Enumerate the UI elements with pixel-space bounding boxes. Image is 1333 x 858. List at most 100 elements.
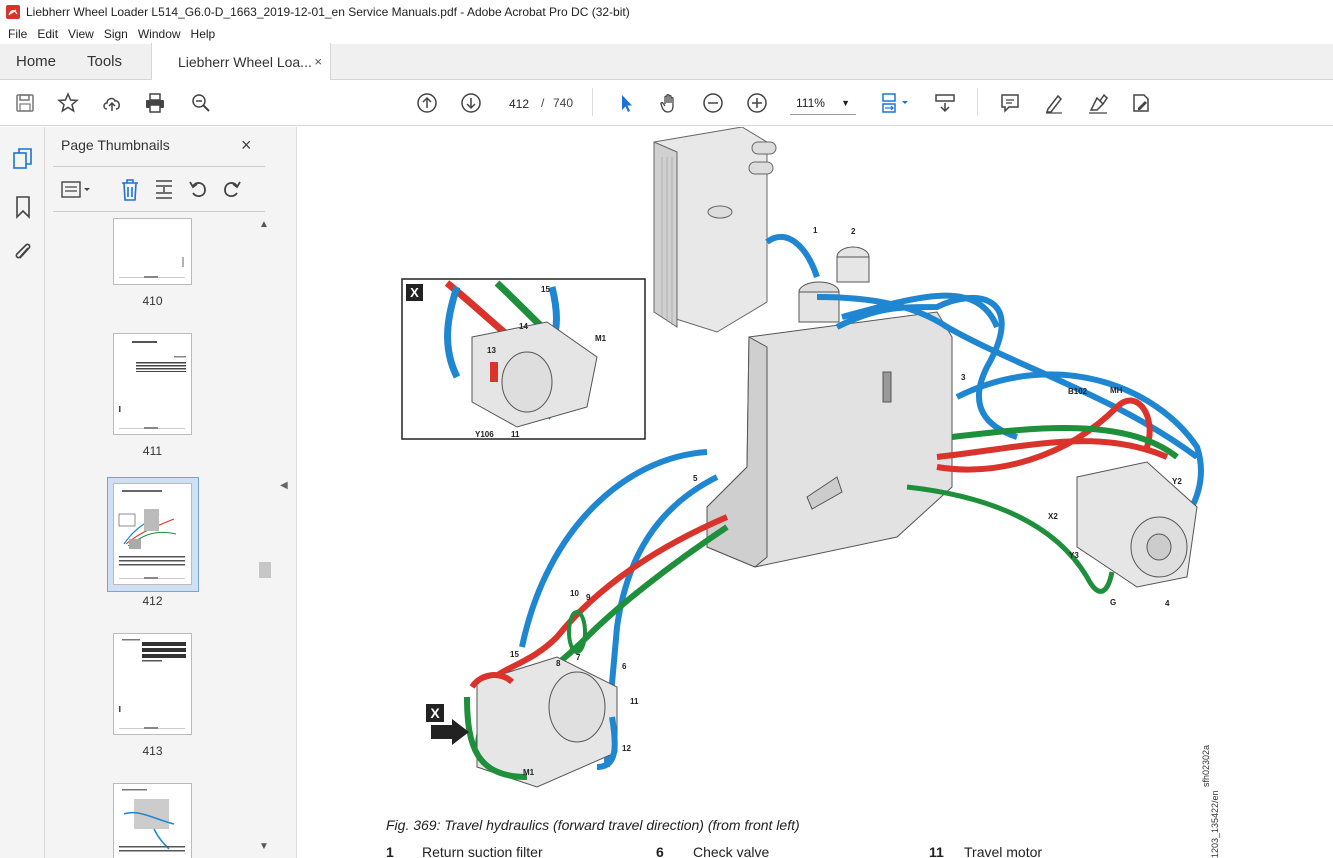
hand-icon[interactable] [657, 91, 681, 115]
hydraulics-figure: X 15 14 13 M1 Y106 11 1 2 3 B102 MH Y2 X… [401, 127, 1204, 788]
zoom-search-icon[interactable] [189, 91, 213, 115]
legend-text: Check valve [693, 844, 770, 858]
bookmarks-icon[interactable] [11, 195, 35, 219]
upload-cloud-icon[interactable] [100, 91, 124, 115]
svg-text:5: 5 [693, 474, 698, 483]
collapse-panel-icon[interactable]: ◀ [280, 480, 288, 491]
zoom-level-value: 111% [796, 95, 825, 110]
scroll-down-icon[interactable]: ▼ [259, 841, 269, 852]
legend-number: 1 [386, 844, 394, 858]
svg-text:7: 7 [576, 653, 581, 662]
rotate-ccw-icon[interactable] [187, 178, 209, 202]
menu-window[interactable]: Window [137, 27, 181, 41]
svg-text:Y3: Y3 [1069, 551, 1079, 560]
rotate-cw-icon[interactable] [221, 178, 243, 202]
select-pointer-icon[interactable] [614, 91, 638, 115]
svg-text:X: X [410, 285, 419, 300]
svg-text:15: 15 [510, 650, 519, 659]
legend-number: 11 [929, 844, 944, 858]
svg-text:1: 1 [813, 226, 818, 235]
svg-text:X2: X2 [1048, 512, 1058, 521]
svg-text:15: 15 [541, 285, 550, 294]
attachments-icon[interactable] [11, 240, 35, 264]
edit-pdf-icon[interactable] [1129, 91, 1153, 115]
menu-edit[interactable]: Edit [37, 27, 59, 41]
divider [53, 211, 265, 212]
menu-help[interactable]: Help [190, 27, 216, 41]
sign-icon[interactable] [1086, 91, 1110, 115]
window-title: Liebherr Wheel Loader L514_G6.0-D_1663_2… [26, 5, 630, 19]
legend-text: Return suction filter [422, 844, 543, 858]
figure-caption: Fig. 369: Travel hydraulics (forward tra… [386, 817, 800, 833]
thumbnail-page[interactable] [113, 218, 192, 285]
print-icon[interactable] [143, 91, 167, 115]
thumbnail-tools [53, 175, 265, 205]
extract-pages-icon[interactable] [153, 178, 175, 202]
menu-view[interactable]: View [68, 27, 94, 41]
svg-text:12: 12 [622, 744, 631, 753]
scrollbar-thumb[interactable] [259, 562, 271, 578]
page-up-icon[interactable] [415, 91, 439, 115]
zoom-in-icon[interactable] [745, 91, 769, 115]
menu-bar: File Edit View Sign Window Help [0, 24, 1333, 44]
bookmark-star-icon[interactable] [56, 91, 80, 115]
svg-text:B102: B102 [1068, 387, 1088, 396]
svg-text:10: 10 [570, 589, 579, 598]
scroll-up-icon[interactable]: ▲ [259, 219, 269, 230]
thumbnail-label: 411 [142, 444, 163, 458]
menu-sign[interactable]: Sign [103, 27, 128, 41]
svg-text:3: 3 [961, 373, 966, 382]
close-panel-icon[interactable]: × [241, 135, 252, 155]
fit-page-icon[interactable] [878, 91, 912, 115]
highlight-pen-icon[interactable] [1042, 91, 1066, 115]
tab-home[interactable]: Home [16, 52, 57, 70]
tab-bar: Home Tools Liebherr Wheel Loa... × [0, 43, 1333, 80]
page-thumbnails-icon[interactable] [11, 147, 35, 171]
figure-reference-id: 1203_135422/en [1210, 790, 1220, 858]
page-down-icon[interactable] [459, 91, 483, 115]
thumbnail-label: 412 [142, 594, 163, 608]
title-bar: Liebherr Wheel Loader L514_G6.0-D_1663_2… [0, 0, 1333, 24]
legend-text: Travel motor [964, 844, 1043, 858]
options-menu-icon[interactable] [61, 179, 93, 201]
thumbnail-label: 413 [142, 744, 163, 758]
toolbar-divider [592, 88, 593, 116]
scroll-mode-icon[interactable] [933, 91, 957, 115]
svg-text:M1: M1 [595, 334, 607, 343]
chevron-down-icon: ▼ [841, 97, 850, 108]
delete-page-icon[interactable] [119, 178, 141, 202]
thumbnail-list: 410 411 412 413 [45, 213, 260, 858]
svg-text:2: 2 [851, 227, 856, 236]
svg-text:11: 11 [630, 697, 639, 706]
page-thumbnails-panel: Page Thumbnails × 410 411 412 413 [45, 127, 297, 858]
svg-text:9: 9 [586, 593, 591, 602]
svg-text:8: 8 [556, 659, 561, 668]
tab-tools[interactable]: Tools [87, 52, 123, 70]
save-icon[interactable] [13, 91, 37, 115]
comment-icon[interactable] [998, 91, 1022, 115]
page-number-input[interactable]: 412 [500, 91, 538, 115]
zoom-out-icon[interactable] [701, 91, 725, 115]
divider [53, 166, 265, 167]
tab-document-label: Liebherr Wheel Loa... [178, 53, 312, 70]
menu-file[interactable]: File [8, 27, 28, 41]
thumbnail-page[interactable] [113, 333, 192, 435]
svg-text:M1: M1 [523, 768, 535, 777]
close-tab-icon[interactable]: × [314, 54, 322, 69]
thumbnail-page[interactable] [113, 633, 192, 735]
svg-text:4: 4 [1165, 599, 1170, 608]
thumbnail-page[interactable] [113, 783, 192, 858]
svg-text:MH: MH [1110, 386, 1123, 395]
tab-document[interactable]: Liebherr Wheel Loa... × [151, 43, 331, 80]
legend-number: 6 [656, 844, 664, 858]
page-total: 740 [553, 96, 574, 110]
svg-text:14: 14 [519, 322, 528, 331]
thumbnail-page-selected[interactable] [113, 483, 192, 585]
zoom-level-select[interactable]: 111% ▼ [790, 91, 856, 115]
figure-reference-code: sfh02302a [1201, 744, 1211, 787]
thumbnail-scrollbar[interactable]: ▲ ▼ [257, 217, 271, 858]
toolbar-divider [977, 88, 978, 116]
svg-text:X: X [430, 705, 440, 721]
svg-text:13: 13 [487, 346, 496, 355]
document-view[interactable]: X 15 14 13 M1 Y106 11 1 2 3 B102 MH Y2 X… [297, 127, 1333, 858]
